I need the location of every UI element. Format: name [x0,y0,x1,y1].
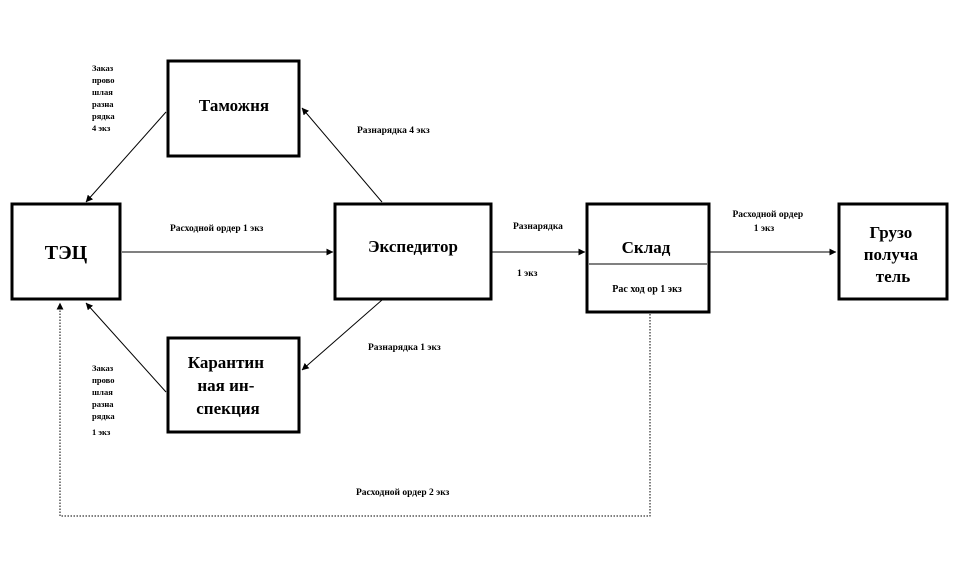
label-warehouse-to-recipient: Расходной ордер 1 экз [733,209,806,234]
label-customs-to-tec-line-5: рядка [92,111,115,121]
edge-quarantine-to-tec [85,302,167,393]
label-customs-to-tec: Заказ прово шлая разна рядка 4 экз [92,63,117,133]
label-quarantine-to-tec-line-3: шлая [92,387,113,397]
label-customs-to-tec-line-2: прово [92,75,114,85]
node-quarantine-title-line-1: Карантин [188,353,264,372]
label-customs-to-tec-line-4: разна [92,99,114,109]
node-recipient-title-line-2: получа [864,245,919,264]
label-quarantine-to-tec-line-2: прово [92,375,114,385]
label-tec-to-expeditor: Расходной ордер 1 экз [170,223,264,234]
label-expeditor-to-quarantine-line-1: Разнарядка 1 экз [368,343,441,353]
node-recipient-title-line-1: Грузо [870,223,913,242]
label-tec-to-expeditor-line-1: Расходной ордер 1 экз [170,223,264,234]
svg-text:Грузо получа тель: Грузо получа тель [864,223,922,286]
label-customs-to-tec-line-1: Заказ [92,63,114,73]
edge-customs-to-tec [85,111,167,203]
label-warehouse-to-recipient-line-2: 1 экз [754,224,775,234]
node-quarantine: Карантин ная ин- спекция [166,336,301,434]
label-expeditor-to-warehouse-top-line-1: Разнарядка [513,222,563,232]
label-expeditor-to-warehouse-bottom: 1 экз [517,269,538,279]
label-customs-to-tec-line-3: шлая [92,87,113,97]
svg-text:Таможня: Таможня [199,96,269,115]
node-customs: Таможня [166,59,301,158]
svg-text:ТЭЦ: ТЭЦ [45,242,88,264]
svg-text:Экспедитор: Экспедитор [368,237,458,256]
label-quarantine-to-tec: Заказ прово шлая разна рядка 1 экз [92,363,117,437]
label-quarantine-to-tec-line-1: Заказ [92,363,114,373]
label-quarantine-to-tec-line-4: разна [92,399,114,409]
node-warehouse-sub: Рас ход ор 1 экз [612,284,681,295]
node-tec: ТЭЦ [10,202,122,301]
svg-text:Рас ход ор 1 экз: Рас ход ор 1 экз [612,284,681,295]
label-expeditor-to-warehouse-top: Разнарядка [513,222,563,232]
node-customs-title: Таможня [199,96,269,115]
svg-text:Карантин ная ин- с: Карантин ная ин- спекция [188,353,269,418]
label-quarantine-to-tec-line-6: 1 экз [92,427,111,437]
label-expeditor-to-customs: Разнарядка 4 экз [357,126,430,136]
label-expeditor-to-customs-line-1: Разнарядка 4 экз [357,126,430,136]
node-recipient-title-line-3: тель [876,267,910,286]
label-expeditor-to-quarantine: Разнарядка 1 экз [368,343,441,353]
node-tec-title: ТЭЦ [45,242,88,264]
node-warehouse: Склад Рас ход ор 1 экз [585,202,711,314]
node-recipient: Грузо получа тель [837,202,949,301]
label-quarantine-to-tec-line-5: рядка [92,411,115,421]
edge-expeditor-to-quarantine [301,299,383,371]
svg-text:Склад: Склад [622,238,671,257]
label-expeditor-to-warehouse-bottom-line-1: 1 экз [517,269,538,279]
edge-expeditor-to-customs [301,107,383,203]
node-expeditor: Экспедитор [333,202,493,301]
node-quarantine-title-line-3: спекция [196,399,259,418]
node-warehouse-title: Склад [622,238,671,257]
node-expeditor-title: Экспедитор [368,237,458,256]
label-warehouse-to-tec: Расходной ордер 2 экз [356,487,450,498]
node-quarantine-title-line-2: ная ин- [197,376,254,395]
label-warehouse-to-tec-line-1: Расходной ордер 2 экз [356,487,450,498]
label-warehouse-to-recipient-line-1: Расходной ордер [733,209,804,220]
edge-warehouse-to-tec [56,302,651,517]
label-customs-to-tec-line-6: 4 экз [92,123,111,133]
